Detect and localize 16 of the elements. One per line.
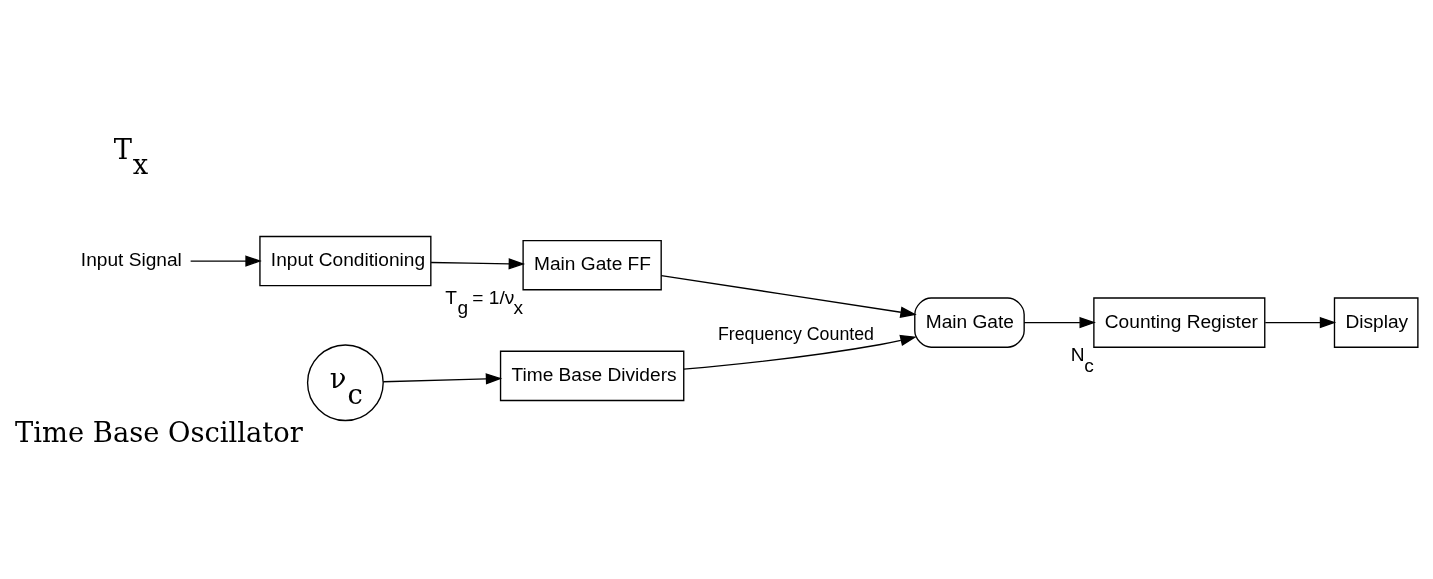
node-box: Counting Register [1093, 297, 1266, 348]
node-box: Time Base Dividers [499, 350, 685, 402]
arrow [189, 255, 262, 267]
node-label: Time Base Oscillator [15, 417, 303, 449]
node-text: Input Signal [80, 249, 182, 271]
node-box: Input Conditioning [259, 235, 432, 287]
node-box: Main Gate [914, 297, 1025, 348]
arrow [1264, 316, 1337, 329]
node-box: Main Gate FF [522, 239, 662, 291]
arrow [382, 373, 503, 385]
edge-label: Frequency Counted [717, 323, 874, 344]
node-box: Display [1333, 297, 1419, 348]
arrow [683, 334, 917, 370]
arrow [1023, 316, 1096, 329]
arrow [660, 274, 917, 318]
arrow [430, 258, 526, 270]
